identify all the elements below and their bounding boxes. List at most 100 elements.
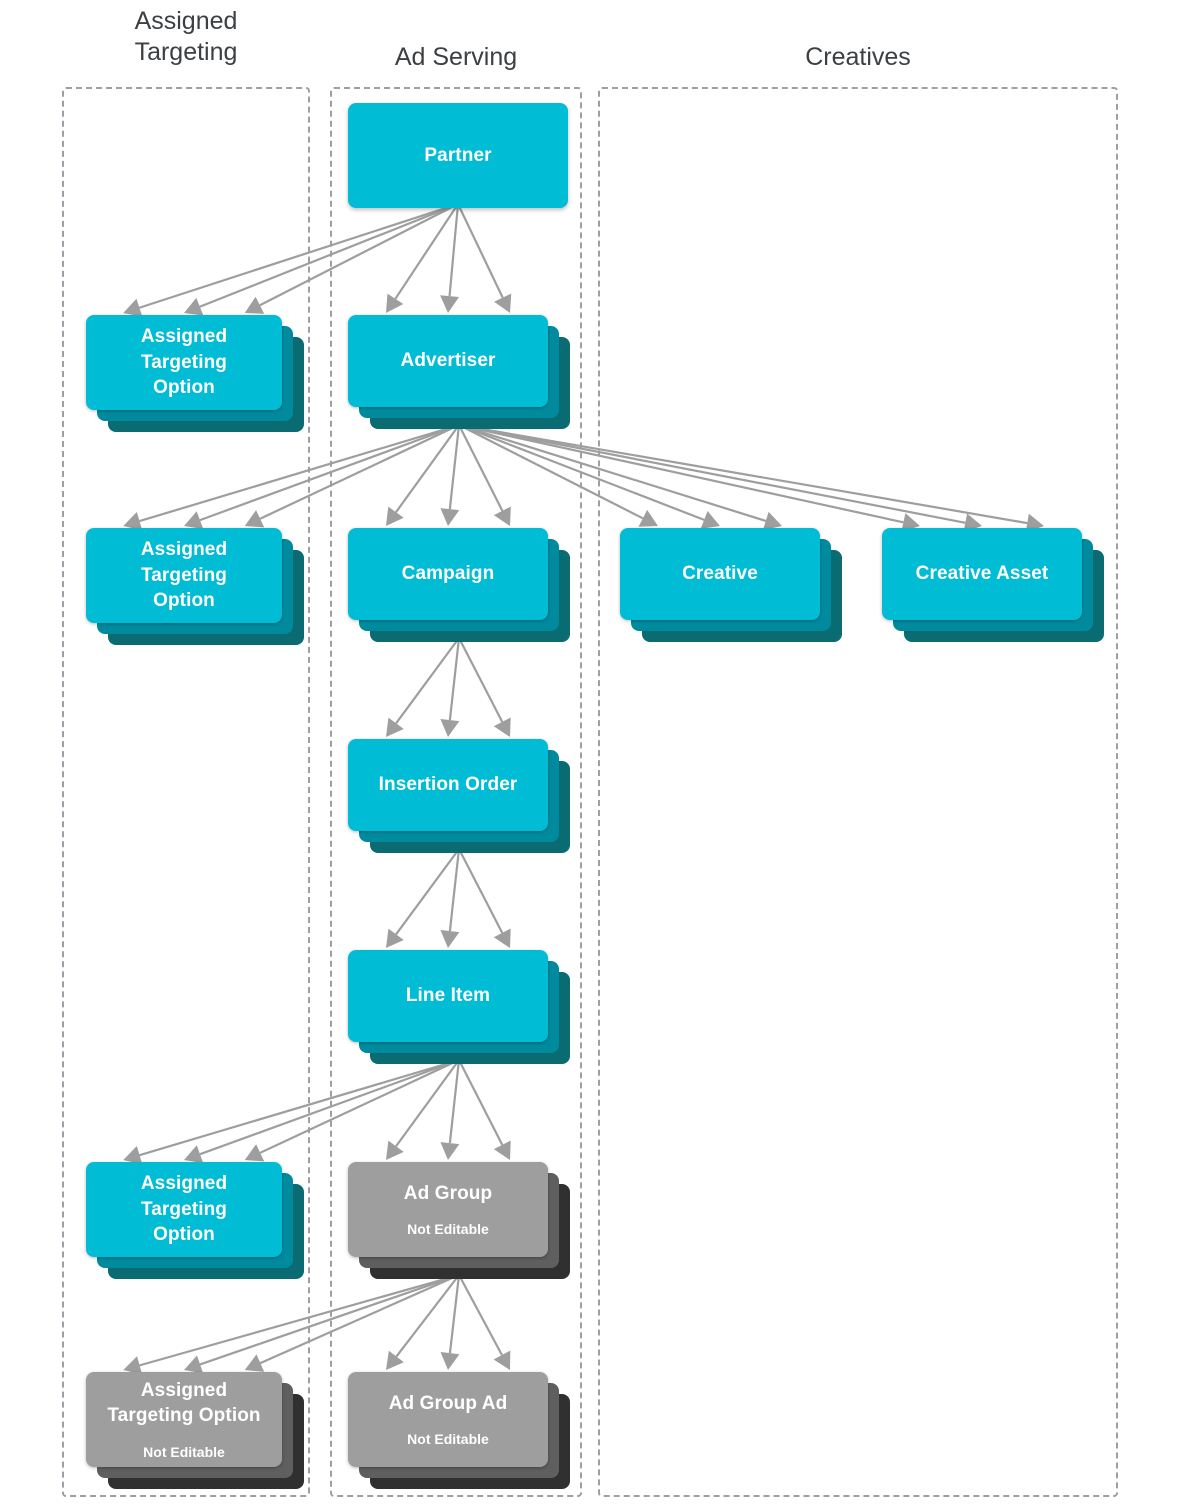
edge-arrowhead-advertiser-to-campaign	[493, 506, 511, 526]
edge-arrowhead-advertiser-to-campaign	[386, 506, 404, 526]
node-title: Assigned Targeting Option	[107, 1379, 261, 1427]
column-frame-ad-serving	[330, 87, 582, 1497]
edge-arrowhead-partner-to-ato-partner	[123, 298, 143, 317]
node-face-advertiser[interactable]: Advertiser	[348, 315, 548, 407]
edge-arrowhead-advertiser-to-creative	[700, 511, 720, 529]
edge-line-insertion-order-to-line-item	[448, 848, 461, 932]
edge-line-ad-group-to-ato-ad-group	[259, 1273, 460, 1365]
edge-arrowhead-campaign-to-insertion-order	[440, 719, 460, 737]
edge-arrowhead-advertiser-to-creative-asset	[963, 513, 982, 533]
node-face-partner[interactable]: Partner	[348, 103, 568, 208]
edge-line-campaign-to-insertion-order	[458, 637, 504, 723]
edge-arrowhead-ad-group-to-ad-group-ad	[493, 1350, 511, 1370]
node-title: Assigned Targeting Option	[140, 539, 228, 612]
edge-line-line-item-to-ad-group	[395, 1059, 460, 1147]
edge-arrowhead-line-item-to-ad-group	[386, 1140, 404, 1160]
edge-arrowhead-insertion-order-to-line-item	[386, 928, 404, 948]
edge-arrowhead-advertiser-to-ato-advertiser	[123, 512, 143, 531]
edge-arrowhead-ad-group-to-ato-ad-group	[123, 1356, 143, 1375]
edge-line-partner-to-advertiser	[457, 203, 504, 299]
node-face-ato-partner[interactable]: Assigned Targeting Option	[86, 315, 282, 410]
edge-arrowhead-advertiser-to-creative-asset	[1025, 513, 1044, 533]
edge-arrowhead-campaign-to-insertion-order	[386, 717, 404, 737]
node-partner[interactable]: Partner	[348, 103, 590, 230]
edge-line-campaign-to-insertion-order	[395, 637, 460, 724]
edge-line-partner-to-advertiser	[394, 203, 459, 300]
node-creative[interactable]: Creative	[620, 528, 842, 642]
edge-arrowhead-partner-to-advertiser	[494, 293, 512, 313]
node-creative-asset[interactable]: Creative Asset	[882, 528, 1104, 642]
edge-line-ad-group-to-ad-group-ad	[458, 1274, 503, 1356]
node-title: Line Item	[405, 985, 491, 1007]
edge-line-campaign-to-insertion-order	[448, 637, 461, 721]
node-title: Insertion Order	[378, 774, 518, 796]
edge-line-line-item-to-ad-group	[458, 1059, 504, 1146]
edge-line-ad-group-to-ad-group-ad	[448, 1274, 461, 1354]
column-header-creatives: Creatives	[805, 43, 911, 71]
edge-arrowhead-ad-group-to-ad-group-ad	[386, 1350, 404, 1370]
node-face-creative-asset[interactable]: Creative Asset	[882, 528, 1082, 620]
node-title: Ad Group	[403, 1182, 493, 1204]
node-ato-partner[interactable]: Assigned Targeting Option	[86, 315, 304, 432]
edge-line-line-item-to-ato-line-item	[139, 1058, 460, 1157]
node-ato-advertiser[interactable]: Assigned Targeting Option	[86, 528, 304, 645]
node-face-ato-line-item[interactable]: Assigned Targeting Option	[86, 1162, 282, 1257]
edge-line-ad-group-to-ato-ad-group	[139, 1273, 460, 1367]
edge-line-insertion-order-to-line-item	[458, 848, 504, 934]
edge-arrowhead-ad-group-to-ato-ad-group	[184, 1355, 204, 1374]
node-campaign[interactable]: Campaign	[348, 528, 570, 642]
edge-line-partner-to-ato-partner	[199, 202, 459, 308]
edge-line-partner-to-ato-partner	[259, 203, 459, 307]
node-face-campaign[interactable]: Campaign	[348, 528, 548, 620]
edge-arrowhead-advertiser-to-ato-advertiser	[244, 510, 265, 528]
node-ato-line-item[interactable]: Assigned Targeting Option	[86, 1162, 304, 1279]
node-insertion-order[interactable]: Insertion Order	[348, 739, 570, 853]
node-title: Creative Asset	[915, 563, 1049, 585]
node-title: Assigned Targeting Option	[140, 326, 228, 399]
node-line-item[interactable]: Line Item	[348, 950, 570, 1064]
node-advertiser[interactable]: Advertiser	[348, 315, 570, 429]
edge-arrowhead-line-item-to-ato-line-item	[244, 1144, 265, 1162]
node-face-insertion-order[interactable]: Insertion Order	[348, 739, 548, 831]
node-title: Advertiser	[400, 350, 496, 372]
edge-arrowhead-line-item-to-ad-group	[493, 1140, 511, 1160]
node-title: Campaign	[401, 563, 495, 585]
node-face-ato-advertiser[interactable]: Assigned Targeting Option	[86, 528, 282, 623]
node-subtitle: Not Editable	[407, 1221, 489, 1238]
edge-arrowhead-advertiser-to-ato-advertiser	[184, 511, 204, 530]
edge-line-line-item-to-ato-line-item	[259, 1059, 460, 1154]
node-face-creative[interactable]: Creative	[620, 528, 820, 620]
node-subtitle: Not Editable	[143, 1444, 225, 1461]
node-face-line-item[interactable]: Line Item	[348, 950, 548, 1042]
edge-arrowhead-partner-to-ato-partner	[244, 296, 265, 314]
edge-line-advertiser-to-creative-asset	[458, 423, 966, 524]
edge-arrowhead-insertion-order-to-line-item	[493, 928, 511, 948]
node-title: Creative	[682, 563, 758, 585]
edge-line-advertiser-to-creative	[458, 424, 644, 520]
column-header-ad-serving: Ad Serving	[394, 43, 518, 71]
column-frame-creatives	[598, 87, 1118, 1497]
edge-line-advertiser-to-creative-asset	[458, 423, 1028, 525]
edge-line-advertiser-to-ato-advertiser	[199, 423, 460, 522]
node-title: Ad Group Ad	[388, 1392, 508, 1414]
edge-line-advertiser-to-campaign	[448, 424, 461, 510]
edge-arrowhead-ad-group-to-ato-ad-group	[244, 1354, 265, 1372]
edge-line-advertiser-to-campaign	[395, 424, 460, 513]
edge-line-advertiser-to-campaign	[458, 424, 504, 512]
edge-line-partner-to-ato-partner	[139, 202, 459, 309]
column-header-assigned-targeting: Assigned Targeting	[134, 7, 238, 67]
edge-line-line-item-to-ad-group	[448, 1059, 461, 1144]
edge-arrowhead-advertiser-to-creative	[762, 511, 782, 530]
edge-arrowhead-ad-group-to-ad-group-ad	[440, 1352, 460, 1370]
edge-arrowhead-partner-to-advertiser	[440, 295, 460, 313]
edge-arrowhead-line-item-to-ato-line-item	[123, 1146, 143, 1165]
node-title: Partner	[424, 144, 492, 166]
edge-line-insertion-order-to-line-item	[395, 848, 460, 935]
